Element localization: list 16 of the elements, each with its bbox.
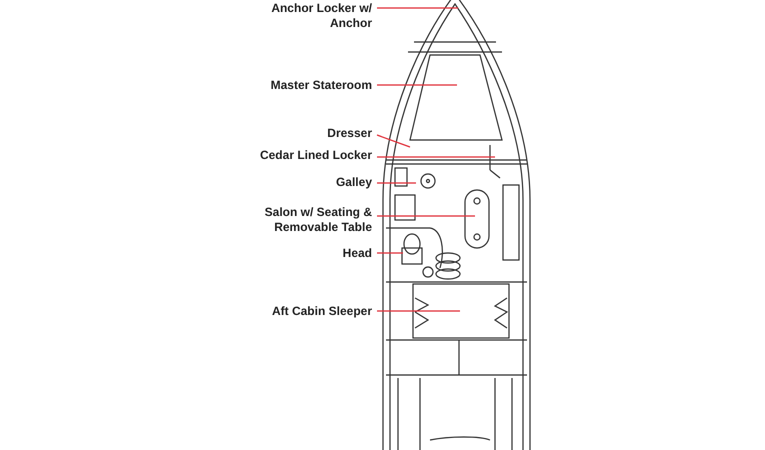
part-label: Aft Cabin Sleeper	[247, 304, 372, 319]
part-label: Dresser	[247, 126, 372, 141]
leader-line	[377, 156, 495, 158]
part-label: Galley	[247, 175, 372, 190]
part-label: Head	[247, 246, 372, 261]
leader-line	[377, 7, 458, 9]
leader-line	[376, 134, 410, 148]
leader-line	[377, 182, 416, 184]
part-label: Cedar Lined Locker	[247, 148, 372, 163]
part-label: Master Stateroom	[247, 78, 372, 93]
leader-line	[377, 84, 457, 86]
part-label: Anchor Locker w/ Anchor	[247, 1, 372, 31]
leader-line	[377, 252, 403, 254]
part-label: Salon w/ Seating & Removable Table	[247, 205, 372, 235]
leader-line	[377, 310, 460, 312]
leader-line	[377, 215, 475, 217]
